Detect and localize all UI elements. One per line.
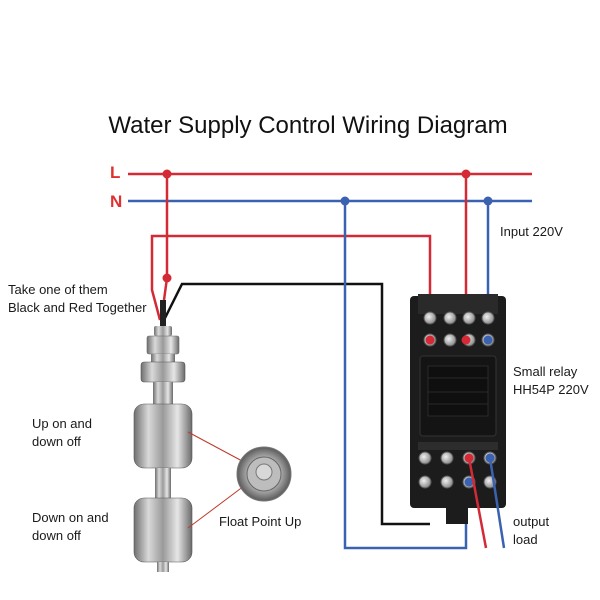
- relay-base: [410, 294, 506, 524]
- float-point-label: Float Point Up: [219, 514, 301, 529]
- black-wire: [162, 282, 430, 526]
- output-label-line2: load: [513, 532, 538, 547]
- output-wire-blue: [488, 457, 506, 549]
- callout-line-1: [187, 431, 245, 463]
- junction-dot-neutral-1: [340, 196, 350, 206]
- down-on-label-line2: down off: [32, 528, 81, 543]
- relay-dot-red-2: [461, 335, 471, 345]
- relay-dot-blue-1: [483, 335, 493, 345]
- input-label: Input 220V: [500, 224, 563, 239]
- live-line-label: L: [110, 163, 120, 182]
- relay-label-line2: HH54P 220V: [513, 382, 589, 397]
- float-point-magnifier: [236, 446, 292, 502]
- red-loop-wire: [150, 234, 432, 340]
- junction-dot-live-1: [162, 169, 172, 179]
- up-on-label: Up on and: [32, 416, 92, 431]
- output-label: output: [513, 514, 550, 529]
- junction-dot-switch: [162, 273, 172, 283]
- take-one-label: Take one of them: [8, 282, 108, 297]
- diagram-title: Water Supply Control Wiring Diagram: [108, 112, 507, 139]
- relay-dot-red-1: [425, 335, 435, 345]
- callout-line-2: [187, 485, 245, 529]
- float-switch: [133, 300, 193, 572]
- up-on-label-line2: down off: [32, 434, 81, 449]
- down-on-label: Down on and: [32, 510, 109, 525]
- junction-dot-neutral-2: [483, 196, 493, 206]
- relay-dot-blue-3: [464, 477, 474, 487]
- neutral-line-label: N: [110, 192, 122, 211]
- take-one-label-line2: Black and Red Together: [8, 300, 147, 315]
- relay-label: Small relay: [513, 364, 578, 379]
- junction-dot-live-2: [461, 169, 471, 179]
- output-wire-red: [467, 457, 488, 549]
